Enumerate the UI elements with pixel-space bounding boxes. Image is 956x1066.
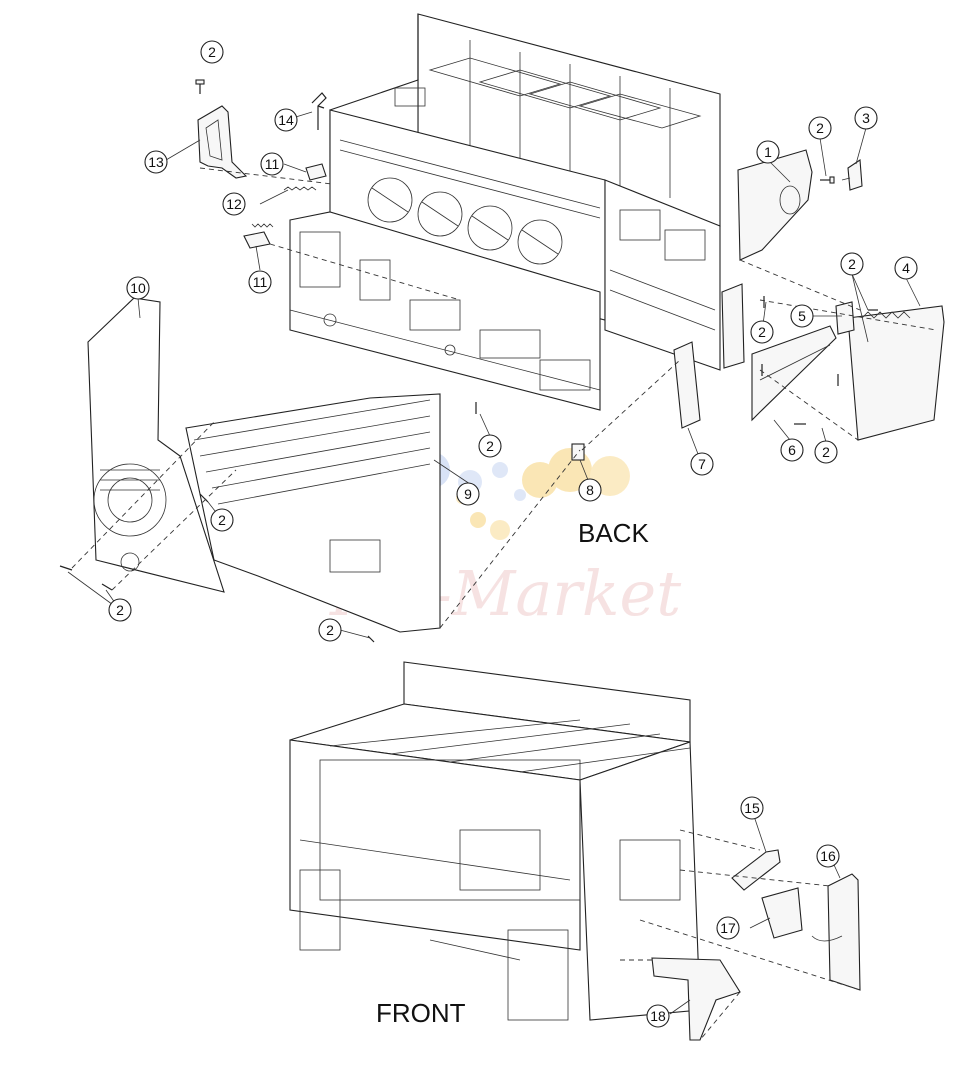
callout-13: 13 bbox=[144, 150, 168, 174]
svg-text:1: 1 bbox=[764, 144, 772, 160]
callout-2-center: 2 bbox=[478, 434, 502, 458]
part-17-bracket bbox=[761, 887, 803, 939]
svg-text:2: 2 bbox=[758, 324, 766, 340]
svg-text:2: 2 bbox=[116, 602, 124, 618]
svg-text:2: 2 bbox=[486, 438, 494, 454]
callout-1: 1 bbox=[756, 140, 780, 164]
callout-6: 6 bbox=[780, 438, 804, 462]
part-5-bracket bbox=[835, 301, 855, 335]
part-13-duct bbox=[197, 105, 248, 179]
part-4-rear-cover bbox=[847, 305, 945, 441]
svg-text:18: 18 bbox=[650, 1008, 666, 1024]
callout-2-near-13: 2 bbox=[200, 40, 224, 64]
callout-16: 16 bbox=[816, 844, 840, 868]
svg-text:15: 15 bbox=[744, 800, 760, 816]
callout-17: 17 bbox=[716, 916, 740, 940]
svg-text:5: 5 bbox=[798, 308, 806, 324]
back-view-label: BACK bbox=[578, 518, 649, 548]
callout-15: 15 bbox=[740, 796, 764, 820]
svg-text:13: 13 bbox=[148, 154, 164, 170]
callout-3: 3 bbox=[854, 106, 878, 130]
callout-2-left-mid: 2 bbox=[210, 508, 234, 532]
callout-9: 9 bbox=[456, 482, 480, 506]
screw-near-13 bbox=[195, 79, 205, 94]
svg-text:2: 2 bbox=[208, 44, 216, 60]
part-16-guide bbox=[811, 873, 861, 991]
callout-11-lower: 11 bbox=[248, 270, 272, 294]
part-6-plate bbox=[751, 325, 837, 422]
svg-text:4: 4 bbox=[902, 260, 910, 276]
callout-10: 10 bbox=[126, 276, 150, 300]
svg-text:6: 6 bbox=[788, 442, 796, 458]
svg-text:2: 2 bbox=[848, 256, 856, 272]
callout-2-bottom-center: 2 bbox=[318, 618, 342, 642]
svg-text:10: 10 bbox=[130, 280, 146, 296]
front-frame-assembly bbox=[289, 661, 701, 1021]
callout-8: 8 bbox=[578, 478, 602, 502]
svg-text:9: 9 bbox=[464, 486, 472, 502]
callout-2-left-bottom: 2 bbox=[108, 598, 132, 622]
svg-text:3: 3 bbox=[862, 110, 870, 126]
part-9-rear-cover bbox=[185, 393, 441, 633]
callout-2-right-c: 2 bbox=[814, 440, 838, 464]
callout-2-right-a: 2 bbox=[840, 252, 864, 276]
svg-text:11: 11 bbox=[265, 156, 280, 172]
callout-2-top-right: 2 bbox=[808, 116, 832, 140]
callout-14: 14 bbox=[274, 108, 298, 132]
part-3-clip bbox=[841, 159, 863, 191]
front-leader-lines bbox=[620, 829, 861, 1041]
part-12-springs bbox=[251, 186, 317, 228]
part-7-panel bbox=[673, 341, 701, 429]
svg-text:17: 17 bbox=[720, 920, 736, 936]
svg-text:2: 2 bbox=[218, 512, 226, 528]
back-frame-assembly bbox=[289, 13, 721, 411]
back-leader-lines bbox=[71, 167, 937, 629]
callout-12: 12 bbox=[222, 192, 246, 216]
svg-text:2: 2 bbox=[326, 622, 334, 638]
part-11-latch-lower bbox=[243, 231, 271, 249]
part-11-latch-upper bbox=[305, 163, 327, 181]
part-15-bracket bbox=[731, 849, 781, 891]
callout-18: 18 bbox=[646, 1004, 670, 1028]
part-1-bracket bbox=[721, 149, 813, 369]
svg-text:12: 12 bbox=[226, 196, 242, 212]
svg-text:2: 2 bbox=[816, 120, 824, 136]
screw-near-1 bbox=[820, 176, 835, 184]
callout-4: 4 bbox=[894, 256, 918, 280]
callout-2-right-b: 2 bbox=[750, 320, 774, 344]
svg-text:11: 11 bbox=[253, 274, 268, 290]
callout-11-upper: 11 bbox=[260, 152, 284, 176]
callout-7: 7 bbox=[690, 452, 714, 476]
front-view-label: FRONT bbox=[376, 998, 466, 1028]
svg-text:2: 2 bbox=[822, 444, 830, 460]
screw-set-back bbox=[59, 296, 878, 643]
svg-text:8: 8 bbox=[586, 482, 594, 498]
svg-text:7: 7 bbox=[698, 456, 706, 472]
part-14-bracket bbox=[311, 92, 327, 130]
callout-5: 5 bbox=[790, 304, 814, 328]
svg-text:16: 16 bbox=[820, 848, 836, 864]
part-18-rail bbox=[651, 957, 741, 1041]
svg-text:14: 14 bbox=[278, 112, 294, 128]
